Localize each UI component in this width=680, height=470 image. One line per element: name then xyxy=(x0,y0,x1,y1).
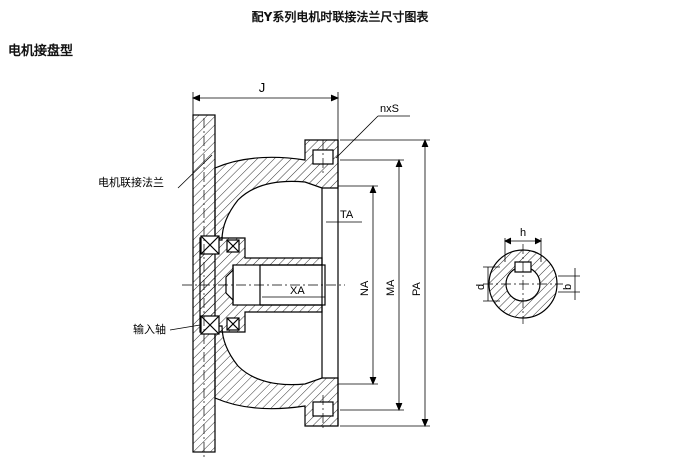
dim-label-XA: XA xyxy=(290,285,305,297)
dim-label-nxS: nxS xyxy=(380,103,399,115)
shaft-section xyxy=(483,244,563,324)
dim-label-J: J xyxy=(259,80,266,95)
lower-body-web xyxy=(214,325,339,427)
page-title: 配Y系列电机时联接法兰尺寸图表 xyxy=(251,10,429,24)
upper-body-web xyxy=(214,139,339,241)
center-lines xyxy=(182,118,345,460)
section-title: 电机接盘型 xyxy=(8,44,74,59)
dim-label-MA: MA xyxy=(385,279,397,296)
shaft-dimensions xyxy=(483,237,580,302)
dimension-lines xyxy=(169,92,430,428)
dim-label-NA: NA xyxy=(359,280,371,296)
flange-cross-section xyxy=(192,114,339,453)
callout-motor-flange: 电机联接法兰 xyxy=(98,175,164,189)
callout-input-shaft: 输入轴 xyxy=(133,322,166,336)
dim-label-h: h xyxy=(520,227,526,239)
dim-label-PA: PA xyxy=(411,281,423,296)
dim-label-d: d xyxy=(475,284,487,290)
dim-label-TA: TA xyxy=(340,209,354,221)
dim-label-b: b xyxy=(562,284,574,290)
